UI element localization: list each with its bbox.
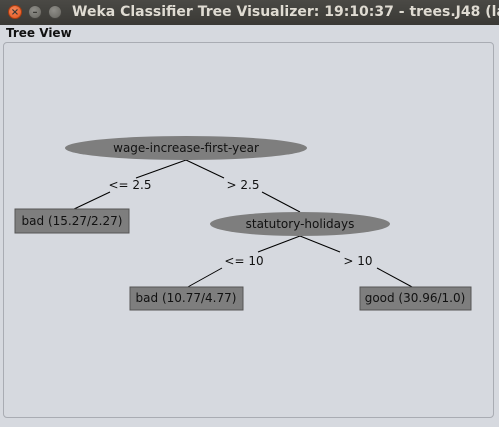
edge-label-root-left: <= 2.5 [108,178,151,192]
edge-stat-left-lower [185,267,223,289]
tree-leaf-bad-1[interactable]: bad (15.27/2.27) [14,208,130,234]
tree-node-statutory-holidays-label: statutory-holidays [246,217,355,231]
tree-leaf-bad-1-label: bad (15.27/2.27) [22,214,123,228]
maximize-icon[interactable] [48,5,62,19]
tree-node-root-label: wage-increase-first-year [113,141,259,155]
edge-label-stat-right: > 10 [343,254,372,268]
edge-label-root-right: > 2.5 [227,178,260,192]
tree-view-label: Tree View [6,26,72,40]
edge-stat-right [299,235,341,253]
edge-root-right [185,159,225,179]
close-icon[interactable]: × [8,5,22,19]
tree-leaf-bad-2-label: bad (10.77/4.77) [136,291,237,305]
tree-node-root[interactable]: wage-increase-first-year [65,136,307,160]
edge-root-right-lower [261,191,301,213]
tree-node-statutory-holidays[interactable]: statutory-holidays [210,212,390,236]
title-bar[interactable]: × – Weka Classifier Tree Visualizer: 19:… [0,0,499,25]
tree-leaf-good-label: good (30.96/1.0) [365,291,466,305]
edge-stat-left [257,235,301,253]
tree-leaf-bad-2[interactable]: bad (10.77/4.77) [129,286,244,311]
edge-label-stat-left: <= 10 [224,254,263,268]
window-title: Weka Classifier Tree Visualizer: 19:10:3… [72,4,499,20]
minimize-icon[interactable]: – [28,5,42,19]
edge-root-left [135,159,187,179]
edge-stat-right-lower [376,267,415,289]
tree-leaf-good[interactable]: good (30.96/1.0) [359,286,472,311]
edge-root-left-lower [71,191,111,211]
